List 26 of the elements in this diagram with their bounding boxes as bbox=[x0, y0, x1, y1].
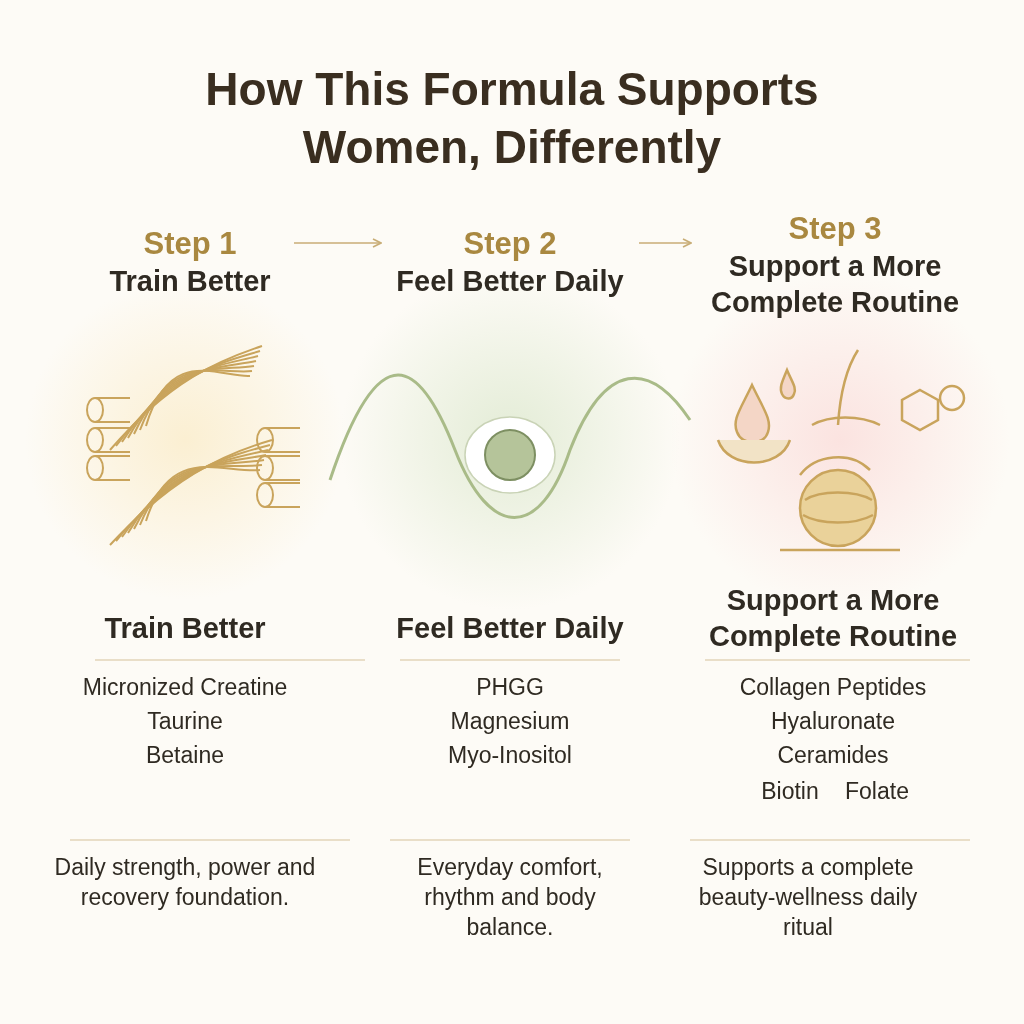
ingredient-name: PHGG bbox=[475, 673, 545, 702]
benefit-description: Supports a complete beauty-wellness daily ritual bbox=[697, 853, 919, 942]
column-heading: Support a More Complete Routine bbox=[707, 583, 959, 654]
column-heading: Train Better bbox=[103, 611, 267, 646]
ingredient-name: Folate bbox=[844, 777, 910, 806]
step-label: Step 3 bbox=[787, 210, 883, 248]
step-heading: Feel Better Daily bbox=[395, 264, 625, 299]
ingredient-name: Collagen Peptides bbox=[738, 673, 928, 702]
benefit-description: Everyday comfort, rhythm and body balance. bbox=[416, 853, 604, 942]
ingredient-name: Taurine bbox=[146, 707, 224, 736]
ingredient-name: Myo-Inositol bbox=[447, 741, 573, 770]
ingredient-name: Ceramides bbox=[776, 741, 890, 770]
title: How This Formula Supports Women, Differently bbox=[204, 62, 820, 175]
step-label: Step 2 bbox=[462, 225, 558, 263]
column-heading: Feel Better Daily bbox=[395, 611, 625, 646]
ingredient-name: Biotin bbox=[760, 777, 820, 806]
arrow bbox=[638, 238, 692, 248]
arrow bbox=[293, 238, 382, 248]
benefit-description: Daily strength, power and recovery foundation. bbox=[53, 853, 317, 912]
ingredient-name: Hyaluronate bbox=[770, 707, 896, 736]
step-heading: Train Better bbox=[108, 264, 272, 299]
step-label: Step 1 bbox=[142, 225, 238, 263]
ingredient-name: Micronized Creatine bbox=[81, 673, 289, 702]
ingredient-name: Betaine bbox=[145, 741, 225, 770]
step-heading: Support a More Complete Routine bbox=[709, 249, 961, 320]
ingredient-name: Magnesium bbox=[449, 707, 571, 736]
